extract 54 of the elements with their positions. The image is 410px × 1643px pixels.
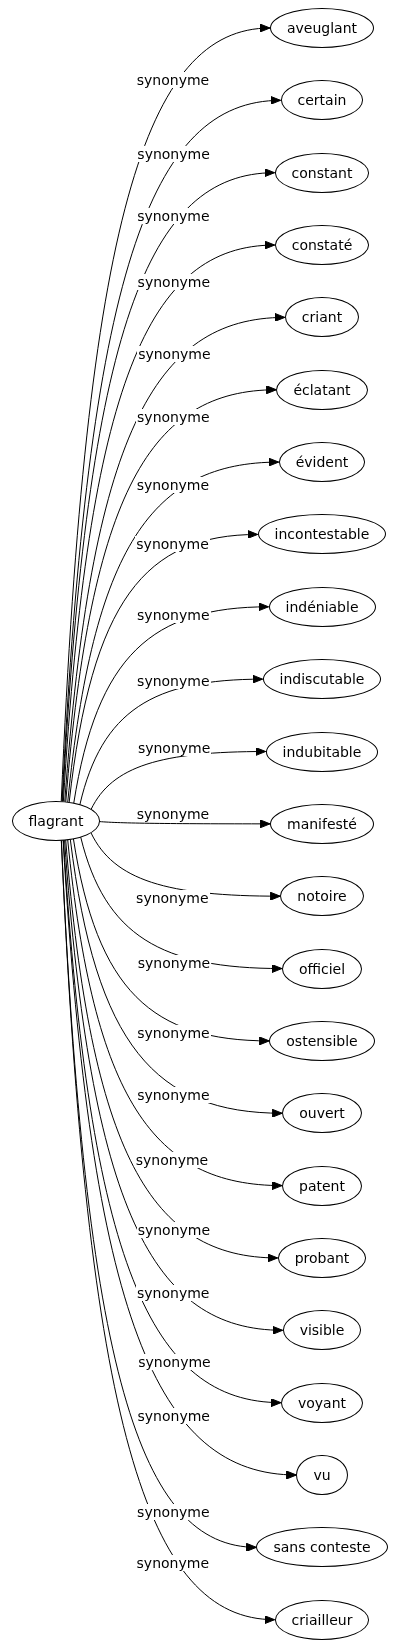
edge-label: synonyme bbox=[135, 1555, 210, 1572]
term-ellipse: patent bbox=[282, 1165, 362, 1206]
term-ellipse: indiscutable bbox=[262, 659, 382, 700]
term-ellipse: criailleur bbox=[274, 1599, 370, 1640]
edge-label: synonyme bbox=[136, 1503, 211, 1520]
edge-label: synonyme bbox=[135, 71, 211, 88]
term-ellipse: indubitable bbox=[265, 731, 379, 772]
term-ellipse: ouvert bbox=[282, 1093, 362, 1134]
term-ellipse: incontestable bbox=[257, 514, 387, 555]
arrow bbox=[90, 832, 281, 901]
edge-label: synonyme bbox=[135, 476, 211, 493]
term-ellipse: voyant bbox=[280, 1382, 364, 1423]
term-ellipse: officiel bbox=[281, 948, 363, 989]
term-ellipse: visible bbox=[282, 1310, 362, 1351]
edge-label: synonyme bbox=[134, 1152, 210, 1169]
arrow bbox=[69, 839, 283, 1118]
term-ellipse: constant bbox=[274, 152, 370, 193]
term-ellipse: éclatant bbox=[276, 369, 368, 410]
arrow bbox=[64, 313, 286, 803]
term-ellipse: constaté bbox=[274, 225, 370, 266]
edge-label: synonyme bbox=[136, 1024, 211, 1041]
term-ellipse: vu bbox=[296, 1455, 348, 1495]
arrow bbox=[65, 386, 277, 803]
edge-label: synonyme bbox=[136, 274, 212, 291]
term-ellipse: évident bbox=[278, 442, 366, 483]
edge-label: synonyme bbox=[136, 1222, 212, 1239]
arrow bbox=[67, 839, 283, 1190]
edge-label: synonyme bbox=[136, 1285, 211, 1301]
edge-label: synonyme bbox=[137, 1353, 212, 1370]
term-ellipse: probant bbox=[277, 1237, 367, 1278]
edge-label: synonyme bbox=[136, 409, 211, 426]
term-ellipse: indéniable bbox=[268, 586, 376, 627]
term-ellipse: flagrant bbox=[11, 801, 101, 841]
arrow bbox=[99, 819, 271, 829]
edge-label: synonyme bbox=[136, 208, 211, 225]
term-ellipse: sans conteste bbox=[256, 1527, 388, 1568]
edge-label: synonyme bbox=[135, 889, 210, 906]
edge-label: synonyme bbox=[136, 1407, 211, 1424]
term-ellipse: notoire bbox=[280, 876, 364, 917]
term-ellipse: criant bbox=[284, 297, 360, 338]
term-ellipse: ostensible bbox=[269, 1020, 375, 1061]
arrow bbox=[67, 458, 280, 803]
term-ellipse: certain bbox=[280, 80, 364, 121]
edge-label: synonyme bbox=[136, 1087, 211, 1104]
arrow bbox=[60, 839, 276, 1623]
arrow bbox=[65, 839, 279, 1262]
edge-label: synonyme bbox=[137, 346, 212, 363]
edge-label: synonyme bbox=[136, 145, 211, 162]
term-ellipse: manifesté bbox=[270, 803, 374, 844]
term-ellipse: aveuglant bbox=[269, 8, 375, 48]
arrow bbox=[62, 839, 297, 1479]
edge-label: synonyme bbox=[135, 536, 210, 553]
edge-label: synonyme bbox=[136, 955, 212, 972]
arrow bbox=[68, 530, 259, 803]
